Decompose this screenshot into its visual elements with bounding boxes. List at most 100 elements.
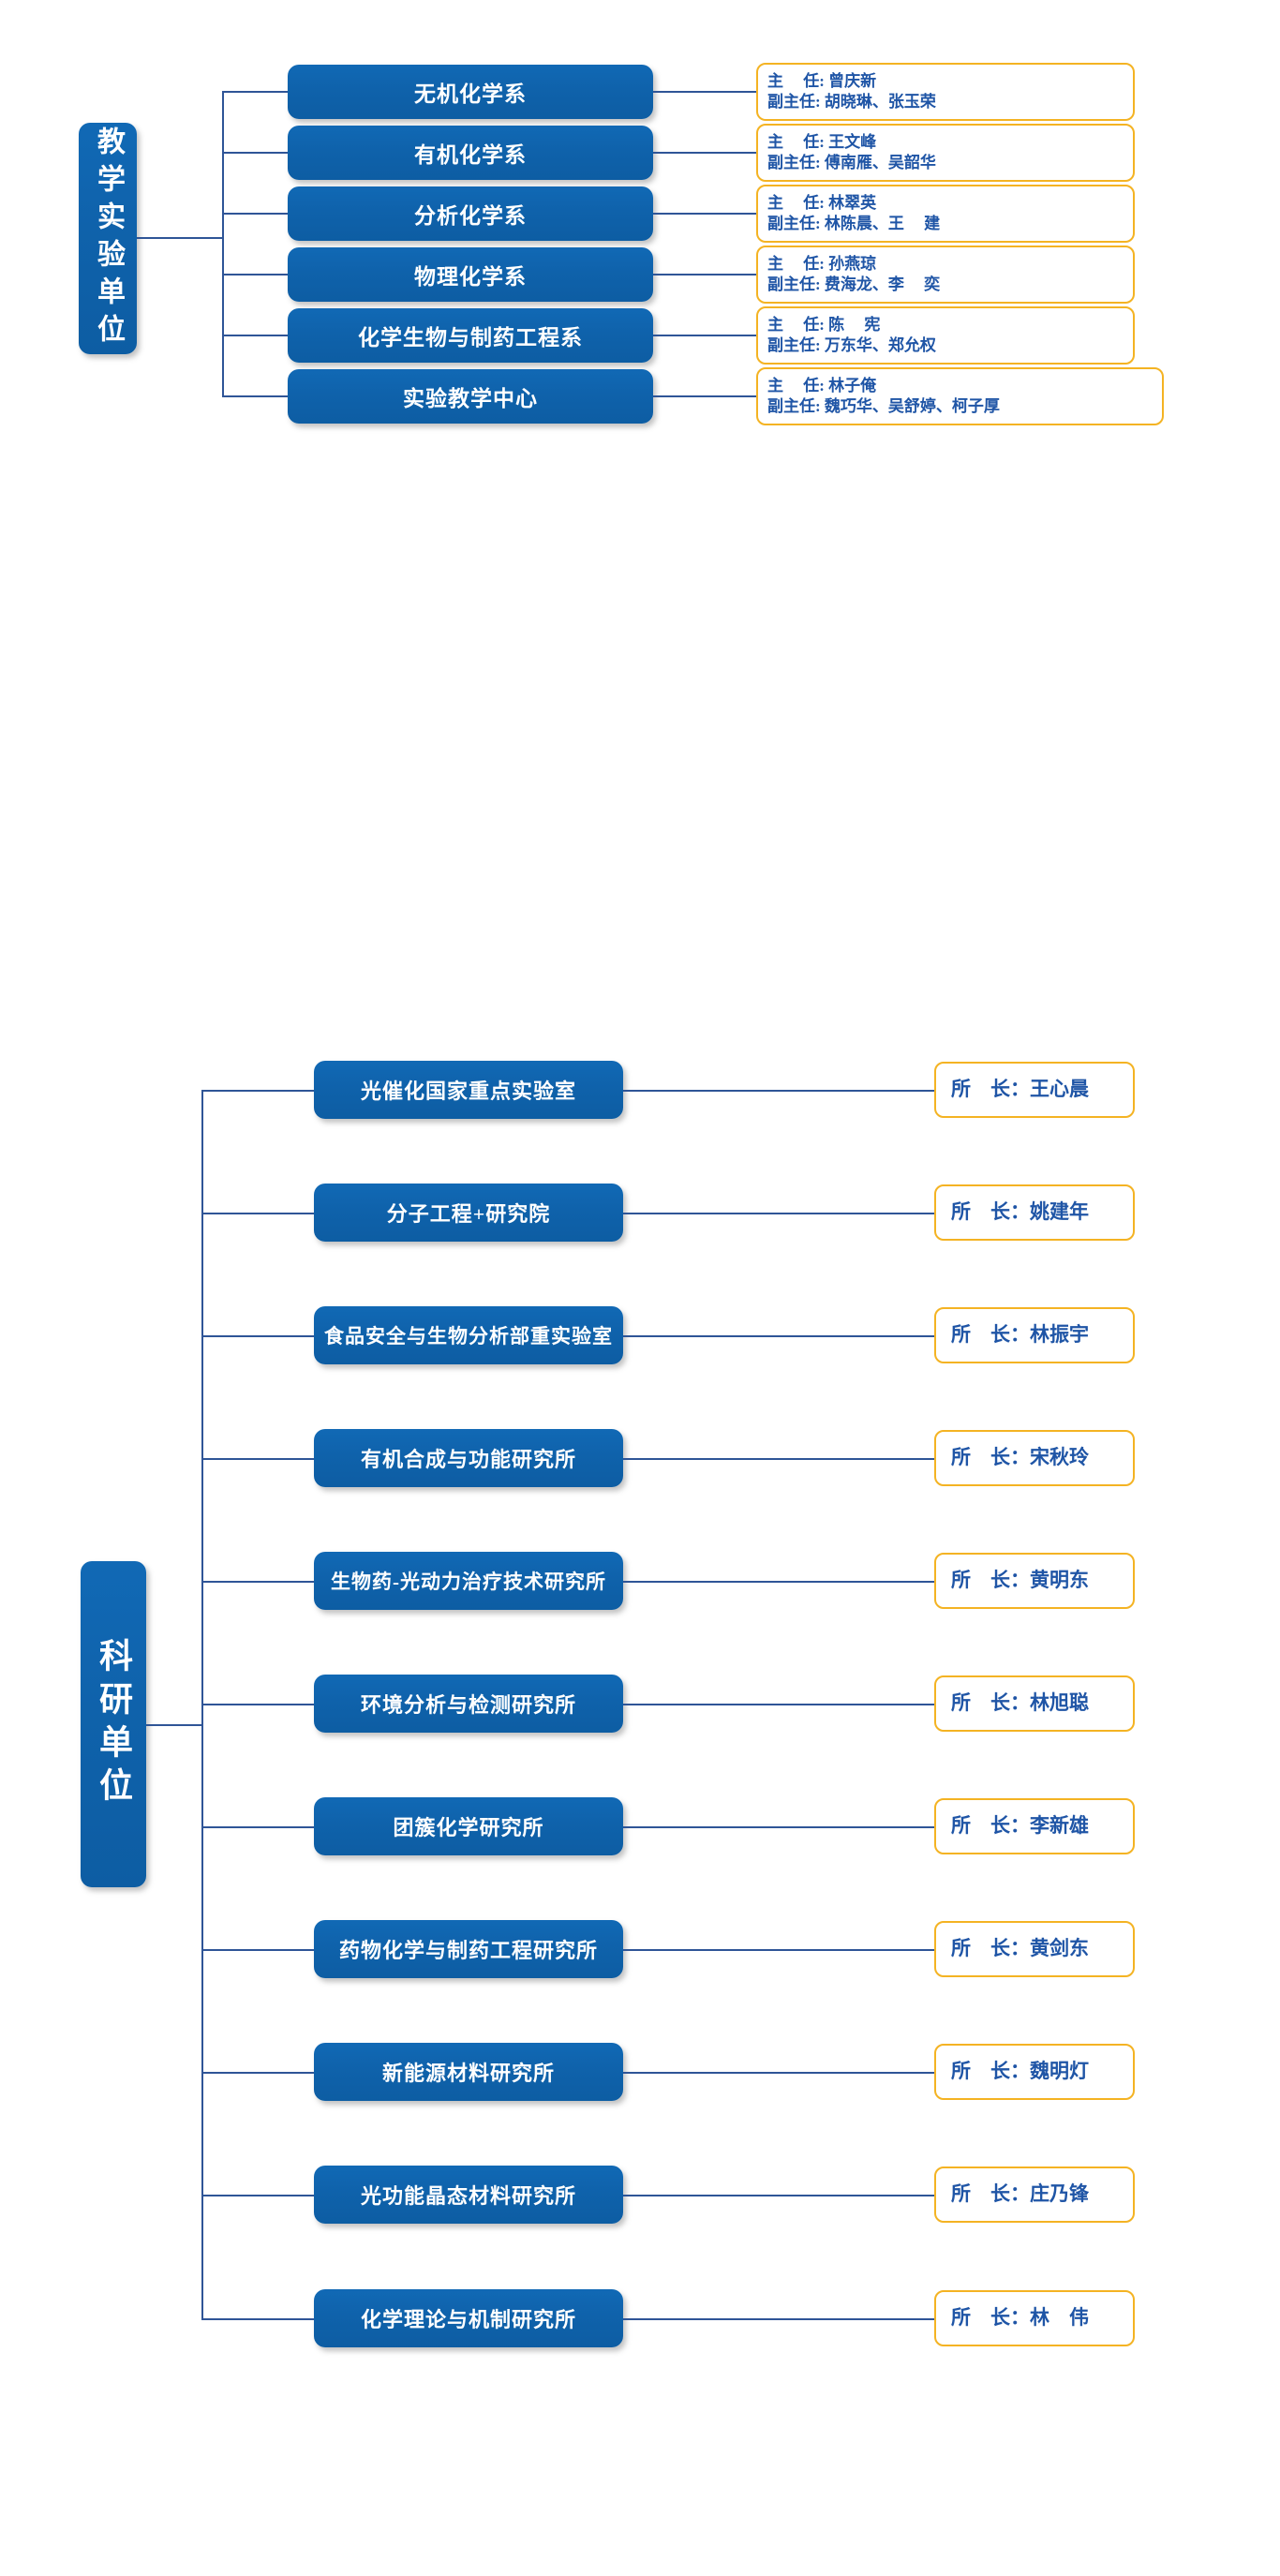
detail-card-research-4[interactable]: 所 长：宋秋玲 bbox=[934, 1430, 1135, 1486]
detail-card-teaching-2[interactable]: 主 任: 王文峰 副主任: 傅南雁、吴韶华 bbox=[756, 124, 1135, 182]
detail-card-research-2-head: 所 长：姚建年 bbox=[951, 1200, 1089, 1224]
detail-card-research-6[interactable]: 所 长：林旭聪 bbox=[934, 1675, 1135, 1732]
detail-card-research-2[interactable]: 所 长：姚建年 bbox=[934, 1184, 1135, 1241]
node-research-6[interactable]: 环境分析与检测研究所 bbox=[314, 1675, 623, 1733]
detail-connector-teaching-3 bbox=[653, 213, 756, 215]
detail-connector-research-3 bbox=[623, 1335, 934, 1337]
detail-card-teaching-5-deputy: 副主任: 万东华、郑允权 bbox=[767, 336, 936, 354]
detail-connector-teaching-2 bbox=[653, 152, 756, 154]
branch-line-research-6 bbox=[201, 1704, 314, 1705]
node-teaching-3[interactable]: 分析化学系 bbox=[288, 186, 653, 241]
detail-connector-research-6 bbox=[623, 1704, 934, 1705]
detail-card-research-7-head: 所 长：李新雄 bbox=[951, 1814, 1089, 1838]
detail-card-research-4-head: 所 长：宋秋玲 bbox=[951, 1446, 1089, 1469]
detail-card-research-11[interactable]: 所 长：林 伟 bbox=[934, 2290, 1135, 2346]
node-research-10-label: 光功能晶态材料研究所 bbox=[360, 2184, 576, 2208]
node-research-9[interactable]: 新能源材料研究所 bbox=[314, 2043, 623, 2101]
node-teaching-2[interactable]: 有机化学系 bbox=[288, 126, 653, 180]
node-research-1[interactable]: 光催化国家重点实验室 bbox=[314, 1061, 623, 1119]
detail-connector-research-7 bbox=[623, 1826, 934, 1828]
detail-card-teaching-5[interactable]: 主 任: 陈 宪 副主任: 万东华、郑允权 bbox=[756, 306, 1135, 365]
node-research-2[interactable]: 分子工程+研究院 bbox=[314, 1184, 623, 1242]
node-research-11[interactable]: 化学理论与机制研究所 bbox=[314, 2289, 623, 2347]
detail-card-research-10[interactable]: 所 长：庄乃锋 bbox=[934, 2167, 1135, 2223]
root-node-teaching-units[interactable]: 教学实验单位 bbox=[79, 123, 137, 354]
detail-card-teaching-4-director: 主 任: 孙燕琼 bbox=[767, 254, 877, 273]
node-research-10[interactable]: 光功能晶态材料研究所 bbox=[314, 2166, 623, 2224]
root-node-teaching-units-label: 教学实验单位 bbox=[93, 126, 124, 351]
detail-connector-research-9 bbox=[623, 2072, 934, 2074]
detail-card-research-5-head: 所 长：黄明东 bbox=[951, 1569, 1089, 1592]
section-research-units: 科研单位 光催化国家重点实验室 所 长：王心晨 分子工程+研究院 所 长：姚建年… bbox=[0, 1031, 1280, 2436]
node-research-3[interactable]: 食品安全与生物分析部重实验室 bbox=[314, 1306, 623, 1364]
detail-card-teaching-1-deputy: 副主任: 胡晓琳、张玉荣 bbox=[767, 93, 936, 111]
node-teaching-6-label: 实验教学中心 bbox=[403, 387, 538, 410]
detail-connector-research-8 bbox=[623, 1949, 934, 1951]
branch-line-teaching-4 bbox=[222, 274, 288, 275]
detail-card-teaching-5-director: 主 任: 陈 宪 bbox=[767, 315, 881, 334]
detail-card-teaching-3[interactable]: 主 任: 林翠英 副主任: 林陈晨、王 建 bbox=[756, 185, 1135, 243]
branch-line-teaching-5 bbox=[222, 335, 288, 336]
detail-card-research-10-head: 所 长：庄乃锋 bbox=[951, 2182, 1089, 2206]
branch-line-research-10 bbox=[201, 2195, 314, 2196]
root-node-research-units[interactable]: 科研单位 bbox=[81, 1561, 146, 1887]
node-teaching-1[interactable]: 无机化学系 bbox=[288, 65, 653, 119]
detail-card-teaching-1[interactable]: 主 任: 曾庆新 副主任: 胡晓琳、张玉荣 bbox=[756, 63, 1135, 121]
node-research-6-label: 环境分析与检测研究所 bbox=[360, 1693, 576, 1717]
branch-line-research-9 bbox=[201, 2072, 314, 2074]
detail-card-teaching-3-deputy: 副主任: 林陈晨、王 建 bbox=[767, 215, 941, 232]
section-teaching-units: 教学实验单位 无机化学系 主 任: 曾庆新 副主任: 胡晓琳、张玉荣 有机化学系… bbox=[0, 0, 1280, 469]
node-research-4[interactable]: 有机合成与功能研究所 bbox=[314, 1429, 623, 1487]
detail-card-research-8-head: 所 长：黄剑东 bbox=[951, 1937, 1089, 1960]
detail-card-teaching-6-director: 主 任: 林子俺 bbox=[767, 376, 877, 395]
node-teaching-5[interactable]: 化学生物与制药工程系 bbox=[288, 308, 653, 363]
detail-connector-teaching-4 bbox=[653, 274, 756, 275]
detail-card-research-3[interactable]: 所 长：林振宇 bbox=[934, 1307, 1135, 1363]
node-research-7[interactable]: 团簇化学研究所 bbox=[314, 1797, 623, 1855]
branch-line-teaching-1 bbox=[222, 91, 288, 93]
node-research-4-label: 有机合成与功能研究所 bbox=[360, 1448, 576, 1471]
detail-card-research-8[interactable]: 所 长：黄剑东 bbox=[934, 1921, 1135, 1977]
detail-card-teaching-4-deputy: 副主任: 费海龙、李 奕 bbox=[767, 275, 941, 293]
detail-card-research-1[interactable]: 所 长：王心晨 bbox=[934, 1062, 1135, 1118]
root-connector-teaching bbox=[137, 237, 223, 239]
node-teaching-6[interactable]: 实验教学中心 bbox=[288, 369, 653, 424]
node-research-7-label: 团簇化学研究所 bbox=[393, 1816, 544, 1839]
node-research-11-label: 化学理论与机制研究所 bbox=[360, 2308, 576, 2331]
detail-card-teaching-1-director: 主 任: 曾庆新 bbox=[767, 71, 877, 90]
branch-line-research-2 bbox=[201, 1213, 314, 1214]
node-teaching-4[interactable]: 物理化学系 bbox=[288, 247, 653, 302]
root-node-research-units-label: 科研单位 bbox=[95, 1638, 132, 1810]
branch-line-research-7 bbox=[201, 1826, 314, 1828]
detail-connector-research-4 bbox=[623, 1458, 934, 1460]
node-teaching-2-label: 有机化学系 bbox=[414, 143, 527, 167]
root-connector-research bbox=[146, 1724, 202, 1726]
node-teaching-3-label: 分析化学系 bbox=[414, 204, 527, 228]
detail-connector-teaching-1 bbox=[653, 91, 756, 93]
detail-connector-research-5 bbox=[623, 1581, 934, 1583]
branch-line-research-3 bbox=[201, 1335, 314, 1337]
detail-connector-research-2 bbox=[623, 1213, 934, 1214]
branch-line-research-8 bbox=[201, 1949, 314, 1951]
detail-card-teaching-2-deputy: 副主任: 傅南雁、吴韶华 bbox=[767, 154, 936, 171]
branch-line-research-1 bbox=[201, 1090, 314, 1092]
detail-card-research-6-head: 所 长：林旭聪 bbox=[951, 1691, 1089, 1715]
detail-card-research-3-head: 所 长：林振宇 bbox=[951, 1323, 1089, 1347]
detail-card-teaching-3-director: 主 任: 林翠英 bbox=[767, 193, 877, 212]
detail-card-research-9[interactable]: 所 长：魏明灯 bbox=[934, 2044, 1135, 2100]
node-research-5-label: 生物药-光动力治疗技术研究所 bbox=[331, 1571, 606, 1593]
detail-card-teaching-4[interactable]: 主 任: 孙燕琼 副主任: 费海龙、李 奕 bbox=[756, 246, 1135, 304]
detail-card-research-7[interactable]: 所 长：李新雄 bbox=[934, 1798, 1135, 1854]
detail-card-teaching-6[interactable]: 主 任: 林子俺 副主任: 魏巧华、吴舒婷、柯子厚 bbox=[756, 367, 1164, 425]
detail-card-teaching-6-deputy: 副主任: 魏巧华、吴舒婷、柯子厚 bbox=[767, 397, 1000, 415]
detail-connector-research-10 bbox=[623, 2195, 934, 2196]
node-research-8[interactable]: 药物化学与制药工程研究所 bbox=[314, 1920, 623, 1978]
detail-connector-teaching-5 bbox=[653, 335, 756, 336]
node-teaching-1-label: 无机化学系 bbox=[414, 82, 527, 106]
detail-card-teaching-2-director: 主 任: 王文峰 bbox=[767, 132, 877, 151]
detail-card-research-1-head: 所 长：王心晨 bbox=[951, 1078, 1089, 1101]
node-research-5[interactable]: 生物药-光动力治疗技术研究所 bbox=[314, 1552, 623, 1610]
detail-card-research-5[interactable]: 所 长：黄明东 bbox=[934, 1553, 1135, 1609]
node-research-1-label: 光催化国家重点实验室 bbox=[360, 1080, 576, 1103]
